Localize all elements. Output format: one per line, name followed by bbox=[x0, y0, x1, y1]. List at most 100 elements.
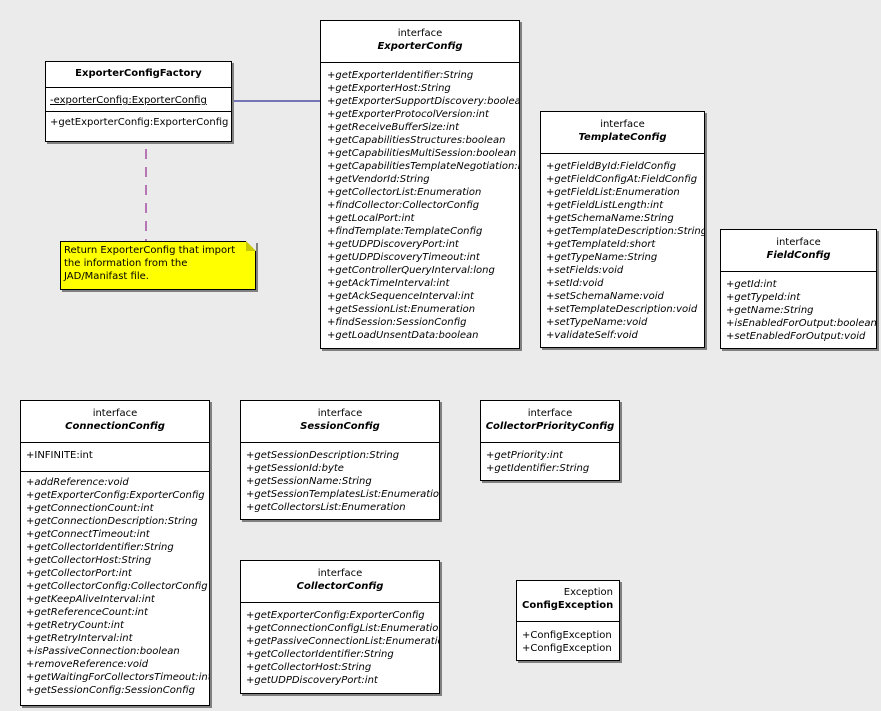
operation: +getCollectorConfig:CollectorConfig bbox=[26, 581, 208, 592]
class-template-config[interactable]: interface TemplateConfig +getFieldById:F… bbox=[540, 111, 705, 348]
operations-section: +getSessionDescription:String +getSessio… bbox=[241, 443, 439, 516]
note-fold-corner bbox=[246, 241, 256, 251]
operation: +getSessionId:byte bbox=[246, 463, 344, 474]
operation: +validateSelf:void bbox=[546, 330, 638, 341]
operation: +getCollectorPort:int bbox=[26, 568, 132, 579]
operation: +getExporterConfig:ExporterConfig bbox=[50, 117, 229, 128]
operation: +getSessionName:String bbox=[246, 476, 372, 487]
operation: +getUDPDiscoveryPort:int bbox=[246, 675, 378, 686]
operations-section: +getFieldById:FieldConfig +getFieldConfi… bbox=[541, 154, 704, 344]
stereotype: interface bbox=[317, 568, 363, 579]
note-line: the information from the bbox=[64, 258, 188, 269]
operation: +getConnectionDescription:String bbox=[26, 516, 198, 527]
operation: +getTemplateId:short bbox=[546, 239, 656, 250]
operation: +ConfigException bbox=[522, 630, 612, 641]
operation: +getCollectorHost:String bbox=[26, 555, 152, 566]
operation: +getExporterHost:String bbox=[327, 83, 451, 94]
class-name: TemplateConfig bbox=[578, 132, 667, 143]
operation: +getRetryCount:int bbox=[26, 620, 124, 631]
stereotype: interface bbox=[776, 237, 821, 248]
stereotype: Exception bbox=[563, 587, 613, 598]
operation: +getSessionDescription:String bbox=[246, 450, 400, 461]
operations-section: +addReference:void +getExporterConfig:Ex… bbox=[21, 471, 209, 699]
note-line: JAD/Manifast file. bbox=[64, 271, 149, 282]
class-name: CollectorConfig bbox=[296, 581, 384, 592]
operation: +getId:int bbox=[726, 279, 777, 290]
operation: +getSchemaName:String bbox=[546, 213, 674, 224]
operation: +getConnectTimeout:int bbox=[26, 529, 150, 540]
operation: +setTypeName:void bbox=[546, 317, 648, 328]
operation: +getExporterSupportDiscovery:boolean bbox=[327, 96, 520, 107]
operation: +getLocalPort:int bbox=[327, 213, 415, 224]
operation: +getFieldById:FieldConfig bbox=[546, 161, 677, 172]
operation: +getCollectorIdentifier:String bbox=[246, 649, 394, 660]
operation: +getWaitingForCollectorsTimeout:int bbox=[26, 672, 210, 683]
operation: +getName:String bbox=[726, 305, 814, 316]
operation: +getIdentifier:String bbox=[486, 463, 590, 474]
operation: +getCapabilitiesTemplateNegotiation:boo bbox=[327, 161, 520, 172]
class-collector-priority-config[interactable]: interface CollectorPriorityConfig +getPr… bbox=[480, 400, 620, 481]
stereotype: interface bbox=[600, 119, 645, 130]
attributes-section: -exporterConfig:ExporterConfig bbox=[46, 88, 231, 111]
operation: +getKeepAliveInterval:int bbox=[26, 594, 155, 605]
stereotype: interface bbox=[92, 408, 138, 419]
operation: +ConfigException bbox=[522, 643, 612, 654]
operation: +findTemplate:TemplateConfig bbox=[327, 226, 483, 237]
operation: +getFieldListLength:int bbox=[546, 200, 664, 211]
note-line: Return ExporterConfig that import bbox=[64, 245, 236, 256]
operations-section: +getExporterConfig:ExporterConfig bbox=[46, 111, 231, 133]
operation: +setSchemaName:void bbox=[546, 291, 664, 302]
class-collector-config[interactable]: interface CollectorConfig +getExporterCo… bbox=[240, 560, 440, 694]
operation: +getTypeName:String bbox=[546, 252, 658, 263]
operation: +getCollectorsList:Enumeration bbox=[246, 502, 406, 513]
operation: +getSessionTemplatesList:Enumeration bbox=[246, 489, 440, 500]
class-exporter-config-factory[interactable]: ExporterConfigFactory -exporterConfig:Ex… bbox=[45, 61, 232, 142]
stereotype: interface bbox=[317, 408, 363, 419]
operation: +getVendorId:String bbox=[327, 174, 430, 185]
operation: +getCollectorList:Enumeration bbox=[327, 187, 482, 198]
operation: +isPassiveConnection:boolean bbox=[26, 646, 180, 657]
operation: +getLoadUnsentData:boolean bbox=[327, 330, 479, 341]
operation: +getSessionList:Enumeration bbox=[327, 304, 476, 315]
operation: +getCapabilitiesStructures:boolean bbox=[327, 135, 506, 146]
operation: +getConnectionConfigList:Enumeration bbox=[246, 623, 440, 634]
class-connection-config[interactable]: interface ConnectionConfig +INFINITE:int… bbox=[20, 400, 210, 706]
class-name: ConnectionConfig bbox=[65, 421, 165, 432]
operation: +getCapabilitiesMultiSession:boolean bbox=[327, 148, 517, 159]
operation: +getUDPDiscoveryPort:int bbox=[327, 239, 459, 250]
attributes-section: +INFINITE:int bbox=[21, 443, 209, 471]
operation: +getCollectorIdentifier:String bbox=[26, 542, 174, 553]
note[interactable]: Return ExporterConfig that import the in… bbox=[60, 241, 256, 290]
operation: +getControllerQueryInterval:long bbox=[327, 265, 495, 276]
class-name: ExporterConfig bbox=[377, 41, 463, 52]
stereotype: interface bbox=[527, 408, 573, 419]
operation: +getPassiveConnectionList:Enumeration bbox=[246, 636, 440, 647]
class-config-exception[interactable]: Exception ConfigException +ConfigExcepti… bbox=[516, 580, 620, 661]
operation: +getAckSequenceInterval:int bbox=[327, 291, 474, 302]
class-name: ConfigException bbox=[522, 600, 614, 611]
operations-section: +getExporterConfig:ExporterConfig +getCo… bbox=[241, 603, 439, 689]
operation: +removeReference:void bbox=[26, 659, 149, 670]
class-name: ExporterConfigFactory bbox=[75, 68, 202, 79]
stereotype: interface bbox=[397, 28, 443, 39]
operation: +getPriority:int bbox=[486, 450, 563, 461]
class-name: FieldConfig bbox=[766, 250, 831, 261]
operation: +getConnectionCount:int bbox=[26, 503, 154, 514]
operation: +setTemplateDescription:void bbox=[546, 304, 698, 315]
operation: +getTypeId:int bbox=[726, 292, 801, 303]
class-exporter-config[interactable]: interface ExporterConfig +getExporterIde… bbox=[320, 20, 520, 349]
operation: +getExporterConfig:ExporterConfig bbox=[26, 490, 205, 501]
operation: +getExporterConfig:ExporterConfig bbox=[246, 610, 425, 621]
operation: +getAckTimeInterval:int bbox=[327, 278, 450, 289]
operation: +getExporterIdentifier:String bbox=[327, 70, 474, 81]
class-session-config[interactable]: interface SessionConfig +getSessionDescr… bbox=[240, 400, 440, 520]
class-field-config[interactable]: interface FieldConfig +getId:int +getTyp… bbox=[720, 229, 877, 349]
operations-section: +ConfigException +ConfigException bbox=[517, 622, 619, 657]
operation: +addReference:void bbox=[26, 477, 129, 488]
operation: +isEnabledForOutput:boolean bbox=[726, 318, 877, 329]
operation: +getTemplateDescription:String bbox=[546, 226, 705, 237]
operation: +getExporterProtocolVersion:int bbox=[327, 109, 489, 120]
operation: +setFields:void bbox=[546, 265, 624, 276]
operations-section: +getId:int +getTypeId:int +getName:Strin… bbox=[721, 272, 876, 345]
